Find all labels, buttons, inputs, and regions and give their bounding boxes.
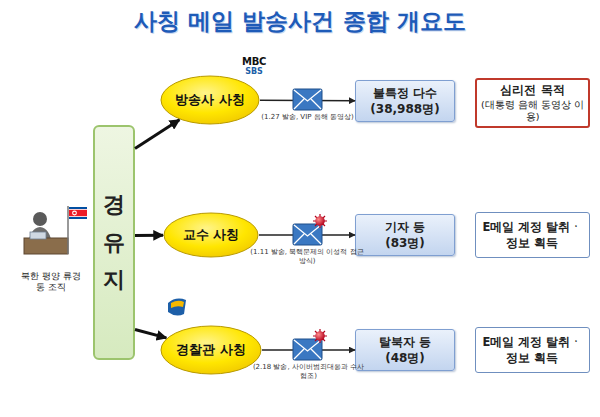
envelope-body <box>293 89 322 110</box>
node-text: E메일 계정 탈취ㆍ정보 획득 <box>480 219 585 251</box>
node-text: 기자 등 <box>385 219 425 235</box>
ellipse-shape <box>164 213 258 257</box>
target-box: 탈북자 등(48명) <box>355 329 455 371</box>
malware-ball <box>315 331 325 341</box>
node-text: (83명) <box>385 235 425 251</box>
envelope-body <box>293 339 322 360</box>
origin-icon-node: 북한 평양 류경동 조직 <box>12 205 90 293</box>
malware-icon <box>313 214 327 228</box>
impersonation-ellipse: 경찰관 사칭 <box>160 325 262 375</box>
target-box: 기자 등(83명) <box>355 214 455 256</box>
envelope-body <box>293 224 322 245</box>
person-head <box>33 212 47 226</box>
purpose-box: 심리전 목적(대통령 음해 동영상 이용) <box>475 78 590 128</box>
flag-pole <box>67 206 69 254</box>
node-text: 북한 평양 류경동 조직 <box>20 271 82 294</box>
node-text: 심리전 목적 <box>500 82 564 99</box>
node-text: 경 유 지 <box>102 186 126 298</box>
desk <box>24 238 68 254</box>
node-text: 방송사 사칭 <box>175 91 245 109</box>
ellipse-shape <box>161 326 261 374</box>
node-text: E메일 계정 탈취ㆍ정보 획득 <box>480 334 585 366</box>
broadcaster-logo: MBC <box>234 57 274 67</box>
purpose-box: E메일 계정 탈취ㆍ정보 획득 <box>475 327 590 373</box>
connector-arrow <box>135 120 179 149</box>
connector-label: (2.18 발송, 사이버범죄대응과 수사 협조) <box>249 363 369 381</box>
diagram-title: 사칭 메일 발송사건 종합 개요도 <box>0 6 600 37</box>
connector-arrow <box>262 349 355 350</box>
node-text: 경찰관 사칭 <box>176 341 246 359</box>
flag-field <box>69 207 87 219</box>
broadcaster-logo: SBS <box>234 68 274 76</box>
person-body <box>28 227 52 245</box>
connector-label: (1.11 발송, 북핵문제의 이성적 접근방식) <box>247 248 367 266</box>
malware-spikes <box>313 214 327 228</box>
envelope-flap <box>294 340 321 359</box>
connector-arrow <box>259 234 355 235</box>
relay-band: 경 유 지 <box>93 125 135 360</box>
connector-label: (1.27 발송, VIP 음해 동영상) <box>247 113 367 122</box>
malware-ball <box>315 216 325 226</box>
logo-shape <box>171 301 184 308</box>
node-text: (대통령 음해 동영상 이용) <box>477 99 588 124</box>
flag-band <box>69 210 87 216</box>
malware-icon <box>313 329 327 343</box>
flag-stripe <box>69 209 87 217</box>
connector-arrow <box>260 100 355 102</box>
operator-icon <box>24 206 87 254</box>
node-text: 탈북자 등 <box>379 334 431 350</box>
impersonation-ellipse: 방송사 사칭 <box>160 75 260 125</box>
node-text: (38,988명) <box>370 101 439 117</box>
flag-disc <box>72 211 77 216</box>
flag-star <box>73 212 76 215</box>
logo-shape <box>168 299 186 316</box>
envelope-flap <box>294 90 321 109</box>
purpose-box: E메일 계정 탈취ㆍ정보 획득 <box>475 212 590 258</box>
connector-arrow <box>135 234 163 237</box>
node-text: (48명) <box>385 350 425 366</box>
connector-group <box>135 100 355 350</box>
node-text: 교수 사칭 <box>183 226 240 244</box>
ellipse-shape <box>161 76 259 124</box>
envelope-icon <box>293 89 322 110</box>
impersonation-ellipse: 교수 사칭 <box>163 212 259 258</box>
envelope-icon <box>293 329 327 360</box>
target-box: 불특정 다수(38,988명) <box>355 80 455 122</box>
laptop <box>30 232 46 239</box>
node-text: 불특정 다수 <box>373 85 437 101</box>
police-logo <box>168 299 186 316</box>
envelope-flap <box>294 225 321 244</box>
connector-arrow <box>135 329 166 337</box>
envelope-icon <box>293 214 327 245</box>
malware-spikes <box>313 329 327 343</box>
north-korea-flag <box>69 207 87 219</box>
